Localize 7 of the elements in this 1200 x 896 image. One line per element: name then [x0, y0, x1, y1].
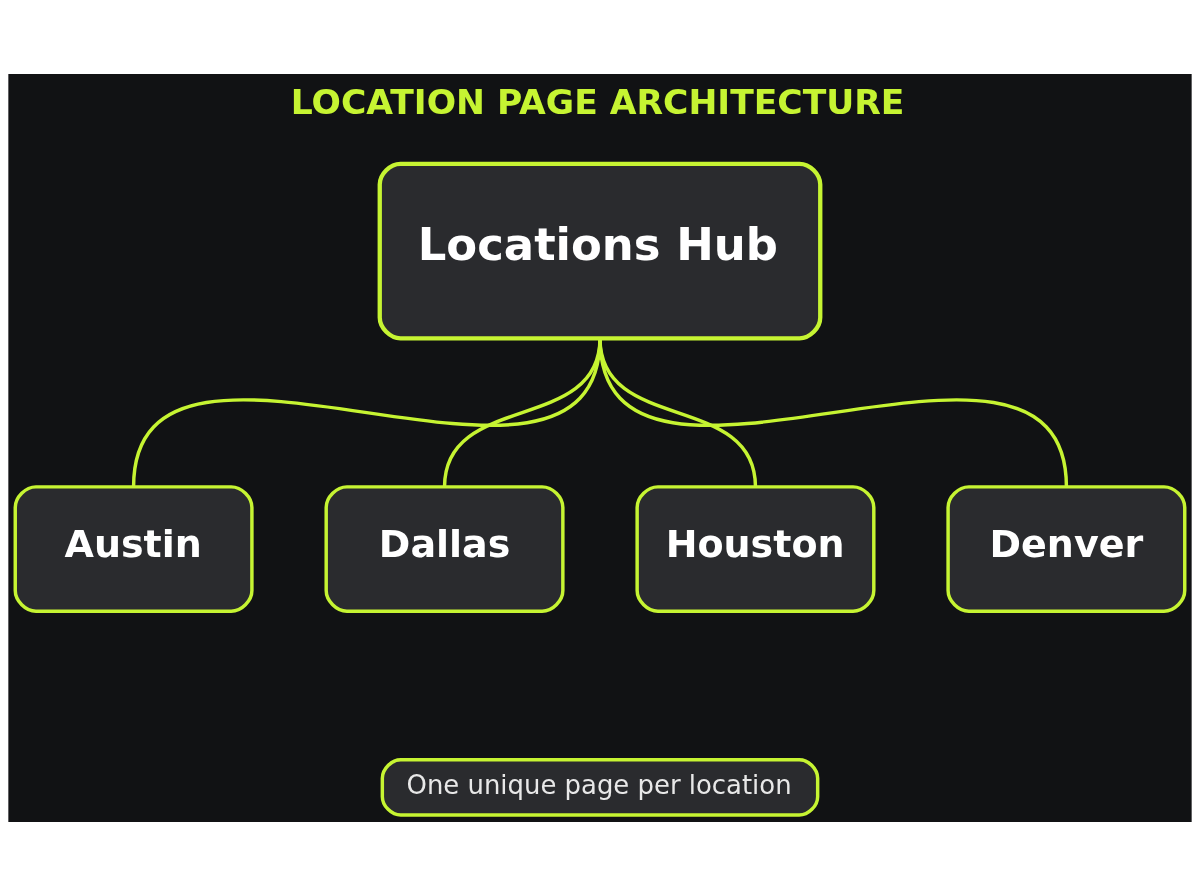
node-box: Denver	[946, 485, 1187, 613]
node-box: One unique page per location	[380, 758, 820, 817]
node-box: Dallas	[324, 485, 565, 613]
node-box: Houston	[635, 485, 876, 613]
node-box: Locations Hub	[377, 161, 823, 341]
node-box: Austin	[13, 485, 254, 613]
diagram-title: LOCATION PAGE ARCHITECTURE	[290, 81, 905, 122]
